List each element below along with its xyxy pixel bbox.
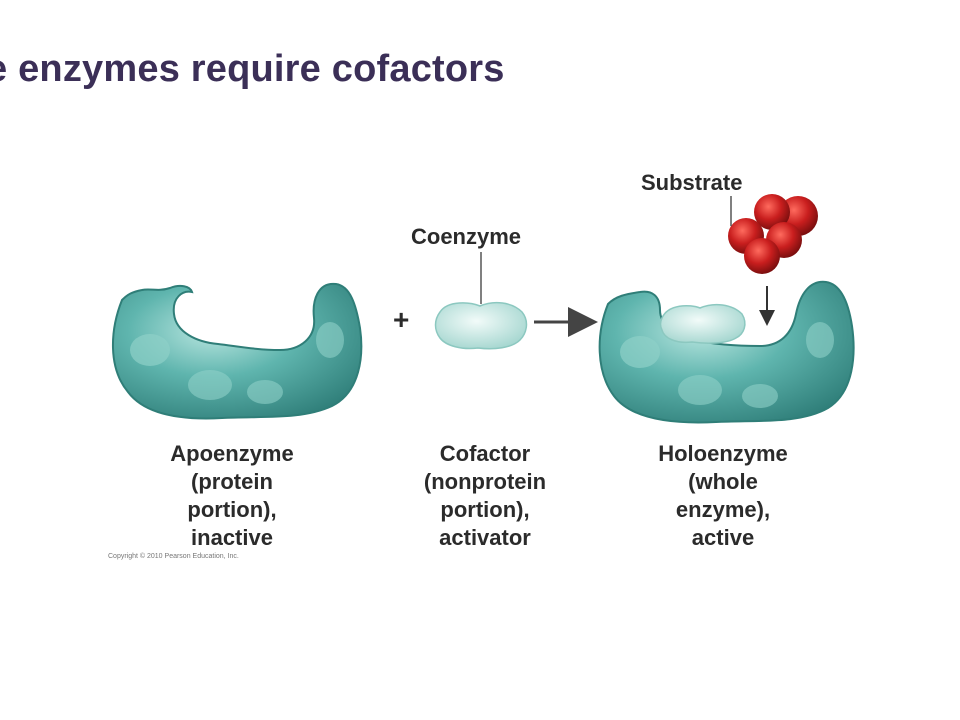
- copyright-notice: Copyright © 2010 Pearson Education, Inc.: [108, 553, 239, 560]
- coenzyme-shape: [434, 301, 528, 350]
- holoenzyme-caption-line: (whole: [688, 469, 758, 494]
- cofactor-caption-line: portion),: [440, 497, 530, 522]
- apoenzyme-shape: [111, 282, 363, 420]
- apoenzyme-caption-line: (protein: [191, 469, 273, 494]
- cofactor-caption-line: (nonprotein: [423, 469, 547, 494]
- holoenzyme-caption: Holoenzyme (whole enzyme), active: [628, 440, 818, 552]
- apoenzyme-caption-line: portion),: [187, 497, 277, 522]
- plus-sign: +: [393, 304, 410, 335]
- holoenzyme-caption-line: active: [691, 525, 755, 550]
- coenzyme-label: Coenzyme: [411, 224, 522, 249]
- apoenzyme-caption-line: Apoenzyme: [170, 441, 294, 466]
- cofactor-caption: Cofactor (nonprotein portion), activator: [395, 440, 575, 552]
- apoenzyme-caption: Apoenzyme (protein portion), inactive: [147, 440, 317, 552]
- cofactor-caption-line: Cofactor: [439, 441, 531, 466]
- cofactor-caption-line: activator: [439, 525, 531, 550]
- bound-cofactor-shape: [659, 303, 746, 344]
- holoenzyme-caption-line: enzyme),: [675, 497, 771, 522]
- slide-title: e enzymes require cofactors: [0, 48, 505, 90]
- substrate-label: Substrate: [641, 170, 743, 195]
- holoenzyme-shape: [598, 280, 855, 424]
- holoenzyme-caption-line: Holoenzyme: [658, 441, 788, 466]
- substrate-shape: [728, 194, 818, 274]
- apoenzyme-caption-line: inactive: [191, 525, 273, 550]
